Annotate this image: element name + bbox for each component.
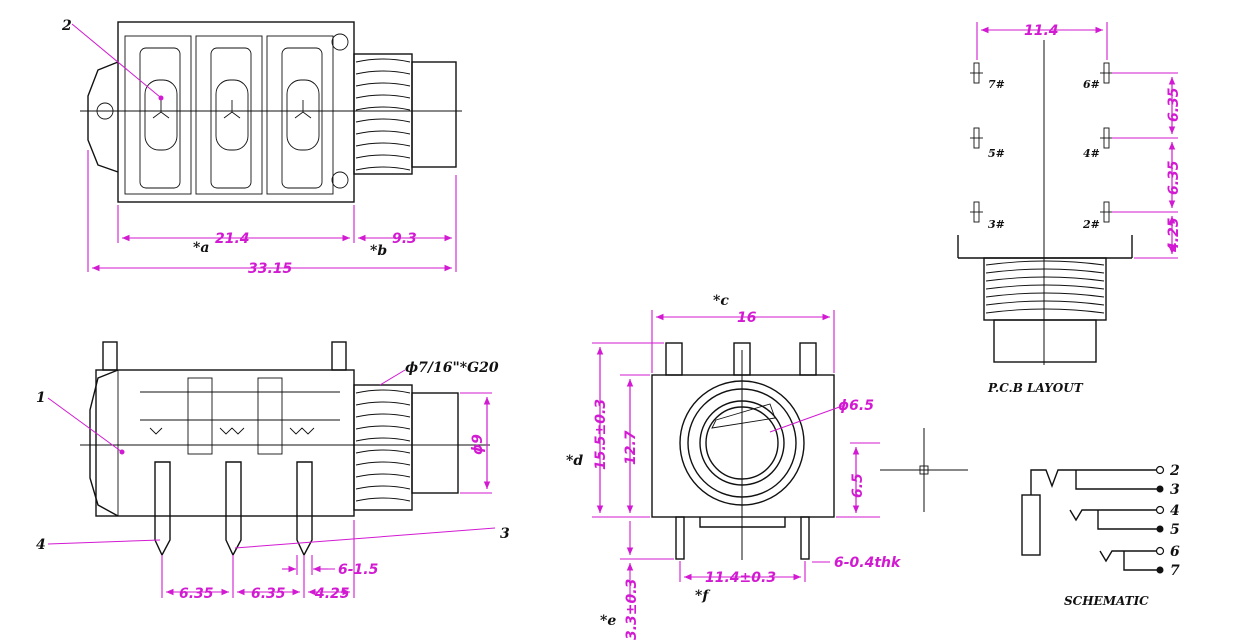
dim-b-value: 9.3 (392, 231, 417, 247)
label-d: *d (566, 453, 583, 469)
pcb-pin-4: 4# (1083, 147, 1100, 160)
pin-width: 6-1.5 (338, 562, 379, 578)
schem-pin-6: 6 (1170, 544, 1180, 560)
schematic-sleeve (1021, 494, 1041, 556)
top-mount-hole (96, 102, 114, 120)
schem-pin-7: 7 (1170, 563, 1180, 579)
schem-pin-4: 4 (1170, 503, 1180, 519)
bore-outer (679, 380, 805, 506)
top-view: 2 21.4 9.3 33.15 *a *b (61, 18, 462, 277)
pcb-pin-3: 3# (988, 218, 1005, 231)
pcb-pin-2: 2# (1082, 218, 1100, 231)
bore-dia: ϕ6.5 (838, 398, 874, 414)
schem-pin-5: 5 (1170, 522, 1180, 538)
schematic-caption: SCHEMATIC (1064, 594, 1149, 608)
dim-total-value: 33.15 (248, 261, 293, 277)
side-pitch-2: 6.35 (251, 586, 286, 602)
front-body-height: 12.7 (623, 430, 639, 465)
pcb-pitch-3: 4.25 (1166, 217, 1182, 253)
front-height: 15.5±0.3 (593, 399, 609, 470)
label-a: *a (193, 240, 209, 256)
callout-3: 3 (500, 526, 510, 542)
callout-1: 1 (36, 390, 46, 406)
pin-span: 11.4±0.3 (705, 570, 776, 586)
center-height: 6.5 (850, 473, 866, 498)
pcb-width: 11.4 (1024, 23, 1059, 39)
pin-thickness: 6-0.4thk (834, 555, 902, 571)
pcb-pitch-2: 6.35 (1166, 160, 1182, 195)
schem-pin-2: 2 (1169, 463, 1180, 479)
pcb-pitch-1: 6.35 (1166, 87, 1182, 122)
pcb-pin-5: 5# (988, 147, 1005, 160)
front-view: ϕ6.5 16 *c 15.5±0.3 12.7 *d 6.5 3.3±0.3 … (566, 293, 902, 640)
schematic: 2 3 4 5 6 7 SCHEMATIC (1021, 463, 1180, 608)
callout-2: 2 (61, 18, 72, 34)
label-b: *b (370, 243, 387, 259)
pin-length: 3.3±0.3 (624, 579, 640, 640)
top-thread (353, 53, 413, 175)
front-width: 16 (737, 310, 757, 326)
side-pitch-1: 6.35 (179, 586, 214, 602)
side-pitch-3: 4.25 (314, 586, 350, 602)
schem-pin-3: 3 (1170, 482, 1180, 498)
crosshair-mark (880, 428, 968, 512)
front-body-outline (651, 374, 835, 518)
dia-9: ϕ9 (470, 434, 486, 455)
thread-spec: ϕ7/16"*G20 (405, 360, 499, 376)
side-view: ϕ9 ϕ7/16"*G20 1 4 3 6.35 6.35 4.25 6-1.5 (36, 341, 510, 602)
pcb-caption: P.C.B LAYOUT (987, 381, 1084, 395)
callout-4: 4 (36, 537, 46, 553)
dim-a-value: 21.4 (215, 231, 250, 247)
pcb-layout: 7# 5# 3# 6# 4# 2# 11.4 6.35 6.35 4.25 P. (957, 22, 1182, 395)
pcb-pin-6: 6# (1083, 78, 1100, 91)
label-f: *f (695, 588, 711, 604)
top-nose (411, 61, 457, 168)
label-e: *e (600, 613, 616, 629)
pcb-pin-7: 7# (988, 78, 1005, 91)
bore-inner (705, 406, 779, 480)
top-left-flange (87, 61, 119, 173)
label-c: *c (713, 293, 729, 309)
